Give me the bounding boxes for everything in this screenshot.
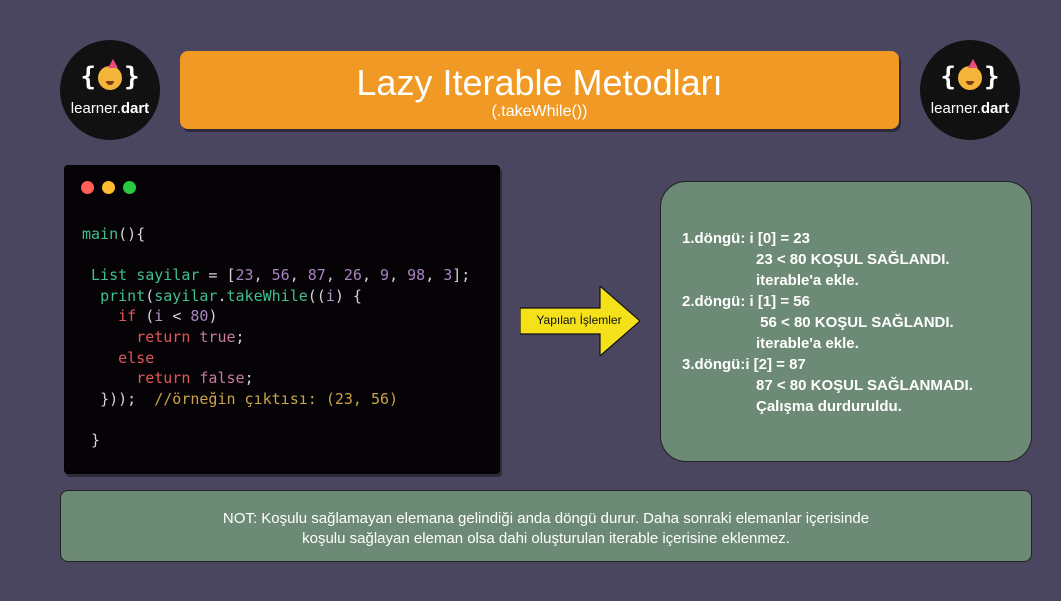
code-list-value: 87 [307,266,326,285]
step-line: 1.döngü: i [0] = 23 [682,230,810,247]
step-line: 56 < 80 KOŞUL SAĞLANDI. [756,314,954,331]
learner-dart-logo-right: {} learner.dart [920,40,1020,140]
page-title: Lazy Iterable Metodları [356,62,723,103]
step-line: 3.döngü:i [2] = 87 [682,356,806,373]
logo-brand-text: learner.dart [920,100,1020,117]
code-return-keyword: return [136,369,191,388]
maximize-dot-icon [123,181,136,194]
logo-brace-open: { [80,62,96,92]
step-line: 87 < 80 KOŞUL SAĞLANMADI. [756,377,973,394]
code-window: main(){ List sayilar = [23, 56, 87, 26, … [64,165,500,474]
code-close-brace: } [91,430,101,449]
code-false-literal: false [199,369,245,388]
code-main-paren: (){ [118,225,146,243]
step-line: Çalışma durduruldu. [756,398,902,415]
party-face-icon [958,58,982,90]
logo-brand-prefix: learner. [70,100,121,117]
logo-brace-close: } [124,62,140,92]
logo-brand-suffix: dart [120,100,150,117]
code-comment: //örneğin çıktısı: (23, 56) [154,389,399,408]
code-list-value: 23 [235,266,254,285]
logo-brace-open: { [940,62,956,92]
window-controls [81,181,144,199]
code-list-value: 9 [380,266,390,285]
code-list-var: sayilar [136,266,200,285]
step-line: 23 < 80 KOŞUL SAĞLANDI. [756,251,950,268]
code-if-number: 80 [190,307,209,326]
code-if-keyword: if [118,307,137,326]
steps-box: 1.döngü: i [0] = 23 23 < 80 KOŞUL SAĞLAN… [660,181,1032,462]
logo-braces: {} [920,58,1020,92]
code-true-literal: true [199,327,236,346]
logo-brand-suffix: dart [980,100,1010,117]
right-arrow-icon [520,286,640,356]
code-list-value: 26 [343,266,362,285]
note-line: NOT: Koşulu sağlamayan elemana gelindiği… [222,510,870,527]
code-snippet: main(){ List sayilar = [23, 56, 87, 26, … [82,225,471,449]
code-list-value: 98 [407,266,426,285]
note-box: NOT: Koşulu sağlamayan elemana gelindiği… [60,490,1032,562]
logo-braces: {} [60,58,160,92]
logo-brace-close: } [984,62,1000,92]
code-print-obj: sayilar [154,286,218,305]
logo-brand-text: learner.dart [60,100,160,117]
page-subtitle: (.takeWhile()) [491,103,588,120]
code-print-fn: print [100,286,146,305]
step-line: iterable'a ekle. [756,272,859,289]
note-line: koşulu sağlayan eleman olsa dahi oluştur… [302,530,790,547]
step-line: iterable'a ekle. [756,335,859,352]
code-if-var: i [154,307,164,326]
code-list-type: List [91,266,128,285]
code-takewhile-method: takeWhile [226,286,308,305]
learner-dart-logo-left: {} learner.dart [60,40,160,140]
code-lambda-param: i [325,286,335,305]
title-banner: Lazy Iterable Metodları (.takeWhile()) [180,51,899,129]
party-face-icon [98,58,122,90]
code-close-line: })); [100,389,137,408]
close-dot-icon [81,181,94,194]
code-else-keyword: else [118,348,155,367]
code-if-operator: < [172,307,182,326]
code-list-value: 3 [443,266,453,285]
code-main-fn: main [82,225,119,243]
minimize-dot-icon [102,181,115,194]
arrow-label: Yapılan İşlemler [536,313,622,327]
step-line: 2.döngü: i [1] = 56 [682,293,810,310]
code-return-keyword: return [136,327,191,346]
logo-brand-prefix: learner. [930,100,981,117]
code-list-value: 56 [271,266,290,285]
